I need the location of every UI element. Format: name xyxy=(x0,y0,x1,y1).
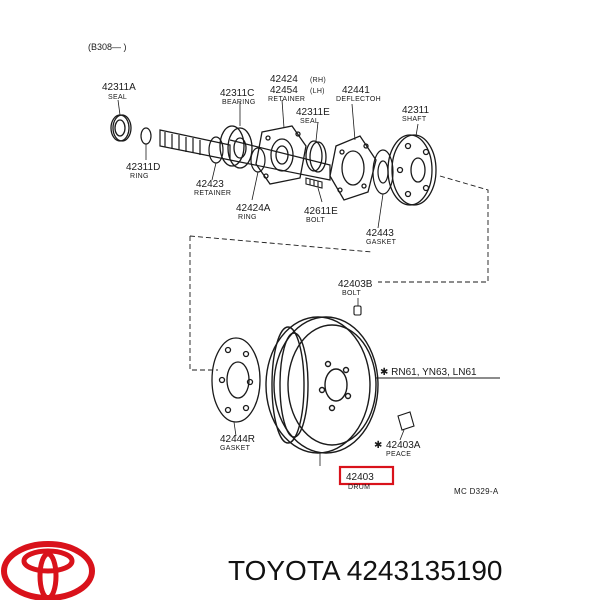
part-number-42441: 42441 xyxy=(342,85,370,96)
part-number-42454: 42454 xyxy=(270,85,298,96)
seal-42311a-drawing xyxy=(111,115,131,141)
part-name-gasket-r: GASKET xyxy=(220,445,251,452)
deflector-42441-drawing xyxy=(329,135,377,201)
part-name-ring-d: RING xyxy=(130,173,149,180)
part-number-42611e: 42611E xyxy=(304,206,338,217)
part-number-42403a: 42403A xyxy=(386,440,421,451)
ring-42311d-drawing xyxy=(140,127,152,145)
brand-part-number: 4243135190 xyxy=(346,555,503,586)
part-number-42311e: 42311E xyxy=(296,107,330,118)
seal-42311e-drawing xyxy=(305,140,327,173)
part-name-retainer-top: RETAINER xyxy=(268,96,305,103)
side-rh: (RH) xyxy=(310,77,326,84)
part-name-bolt-e: BOLT xyxy=(306,217,325,224)
part-number-42403: 42403 xyxy=(346,472,374,483)
shaft-flange-42311-drawing xyxy=(387,134,437,206)
part-number-42403b: 42403B xyxy=(338,279,373,290)
diagram-code: MC D329-A xyxy=(454,487,499,496)
part-name-deflector: DEFLECTOH xyxy=(336,96,381,103)
part-number-42311d: 42311D xyxy=(126,162,160,173)
brake-drum-42403-drawing xyxy=(265,316,379,454)
highlight-box-42403 xyxy=(338,465,395,486)
diagram-header: (B308— ) xyxy=(88,42,127,52)
side-lh: (LH) xyxy=(310,88,325,95)
bolt-42611e-drawing xyxy=(305,177,323,189)
part-number-42311a: 42311A xyxy=(102,82,136,93)
piece-42403a-drawing xyxy=(397,411,415,431)
part-number-42444r: 42444R xyxy=(220,434,255,445)
part-name-ring-a: RING xyxy=(238,214,257,221)
dashed-guide-lines xyxy=(189,175,489,371)
applicability-note: ✱ RN61, YN63, LN61 xyxy=(380,367,477,378)
part-name-piece-a: PEACE xyxy=(386,451,411,458)
part-name-shaft: SHAFT xyxy=(402,116,427,123)
axle-shaft-drawing xyxy=(159,129,331,181)
part-number-42424a: 42424A xyxy=(236,203,271,214)
part-number-42443: 42443 xyxy=(366,228,394,239)
part-number-42311: 42311 xyxy=(402,105,430,116)
bolt-42403b-drawing xyxy=(353,305,362,316)
brand-name: TOYOTA xyxy=(228,555,339,586)
part-name-drum: DRUM xyxy=(348,484,370,491)
part-name-bolt-b: BOLT xyxy=(342,290,361,297)
retainer-42423-drawing xyxy=(208,136,224,164)
part-number-42311c: 42311C xyxy=(220,88,254,99)
part-mark-42403a: ✱ xyxy=(374,440,382,451)
part-name-bearing: BEARING xyxy=(222,99,256,106)
bearing-42311c-drawing xyxy=(219,125,253,169)
gasket-42444r-drawing xyxy=(211,337,261,423)
part-number-42423: 42423 xyxy=(196,179,224,190)
brand-part-line: TOYOTA 4243135190 xyxy=(228,555,503,587)
retainer-plate-drawing xyxy=(255,125,307,185)
part-name-seal-a: SEAL xyxy=(108,94,127,101)
part-name-seal-e: SEAL xyxy=(300,118,319,125)
toyota-logo xyxy=(1,541,95,600)
part-name-retainer: RETAINER xyxy=(194,190,231,197)
part-number-42424: 42424 xyxy=(270,74,298,85)
part-name-gasket: GASKET xyxy=(366,239,397,246)
